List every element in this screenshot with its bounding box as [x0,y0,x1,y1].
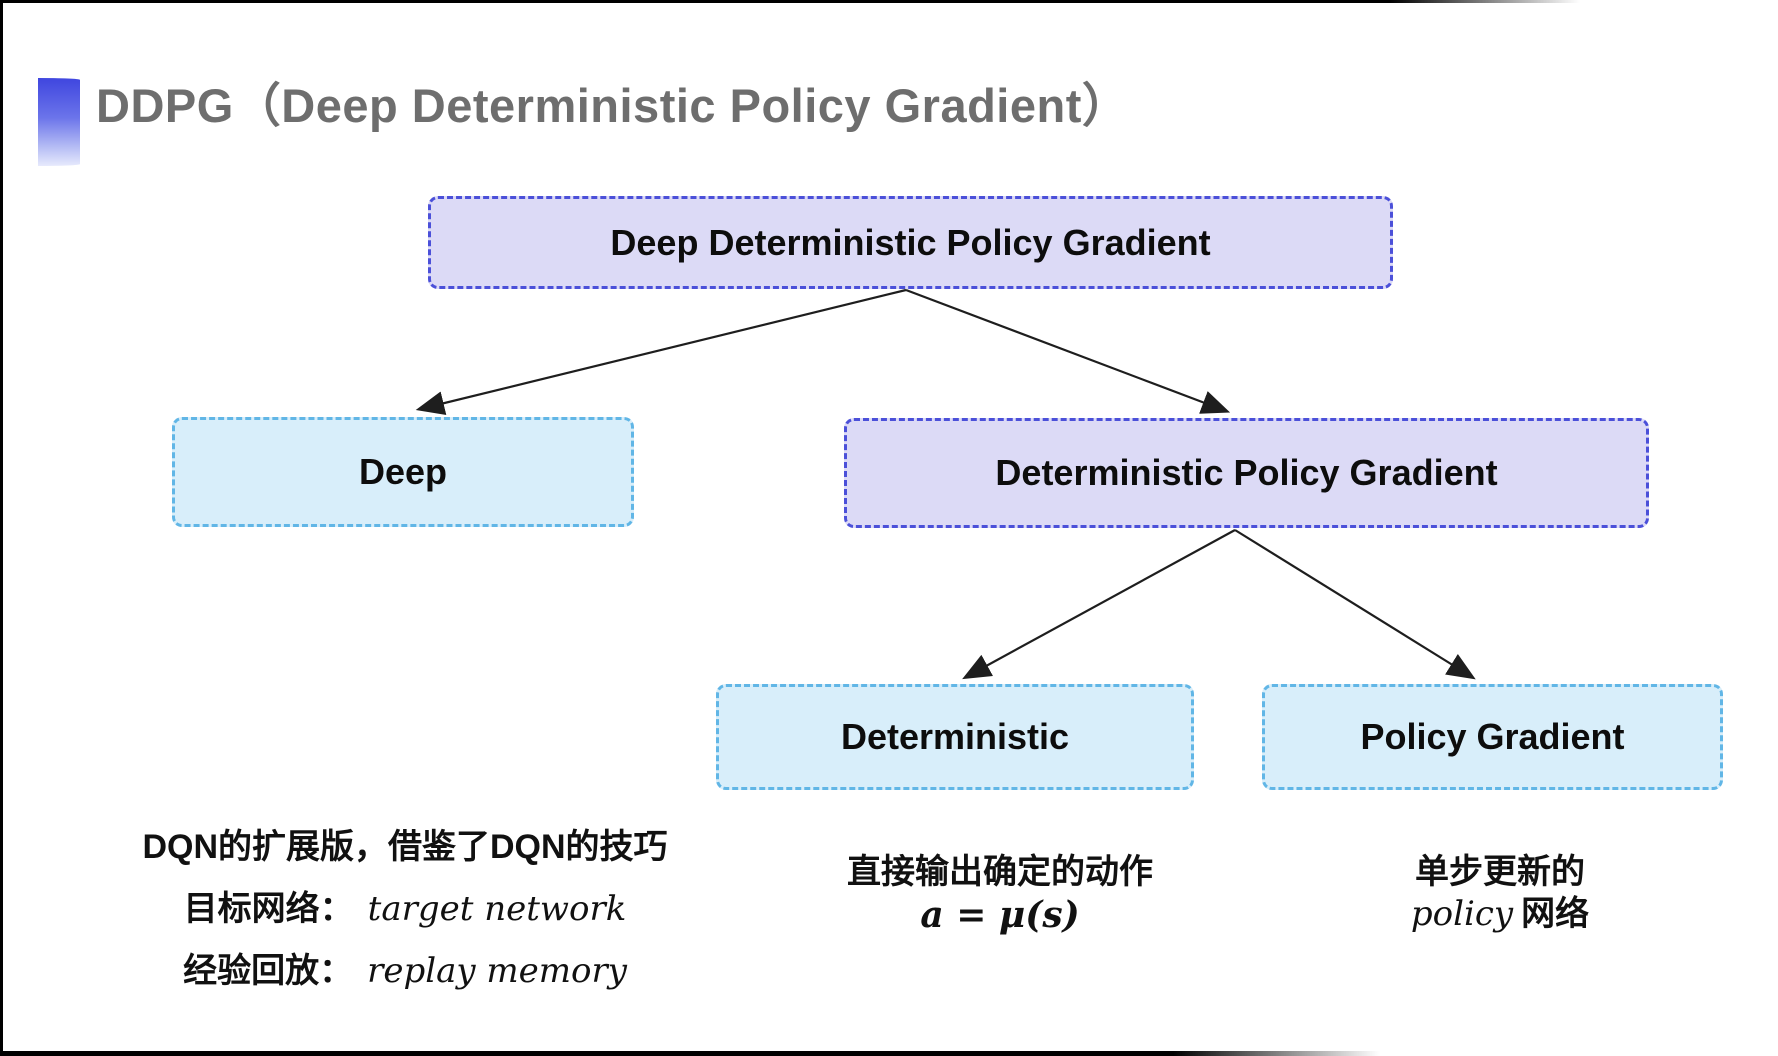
note-target-network-line: 目标网络： target network [105,888,705,930]
note-policy-gradient-summary: 单步更新的 [1415,853,1585,891]
title-bullet-icon [38,78,80,166]
target-network-label: 目标网络： [183,890,354,928]
policy-network-suffix: 网络 [1521,895,1590,933]
replay-memory-label: 经验回放： [183,952,354,990]
node-policy-gradient: Policy Gradient [1262,684,1723,790]
node-deterministic: Deterministic [716,684,1194,790]
node-label: Deep Deterministic Policy Gradient [610,221,1211,263]
node-label: Deep [358,451,448,492]
arrow-root-to-dpg [905,288,1231,414]
note-deterministic-summary: 直接输出确定的动作 [847,853,1153,891]
target-network-term: target network [367,889,627,929]
note-deterministic: 直接输出确定的动作 a = μ(s) [790,851,1210,937]
deterministic-action-formula: a = μ(s) [920,894,1080,936]
node-label: Deterministic [840,716,1070,757]
note-replay-memory-line: 经验回放： replay memory [105,950,705,992]
frame-bottom-edge [0,1051,1380,1056]
policy-term: policy [1410,894,1514,934]
arrow-dpg-to-deterministic [962,529,1236,680]
frame-top-edge [0,0,1580,3]
node-label: Deterministic Policy Gradient [995,452,1498,493]
frame-left-edge [0,0,3,1056]
node-deterministic-policy-gradient: Deterministic Policy Gradient [844,418,1649,528]
replay-memory-term: replay memory [367,951,627,991]
arrow-root-to-deep [415,288,907,415]
node-deep: Deep [172,417,634,527]
arrow-dpg-to-policy-gradient [1234,529,1476,680]
node-deep-deterministic-policy-gradient: Deep Deterministic Policy Gradient [428,196,1393,289]
note-deep: DQN的扩展版，借鉴了DQN的技巧 目标网络： target network 经验… [105,826,705,1012]
node-label: Policy Gradient [1360,716,1625,757]
note-deep-summary: DQN的扩展版，借鉴了DQN的技巧 [142,828,668,866]
page-title: DDPG（Deep Deterministic Policy Gradient） [96,79,1130,132]
